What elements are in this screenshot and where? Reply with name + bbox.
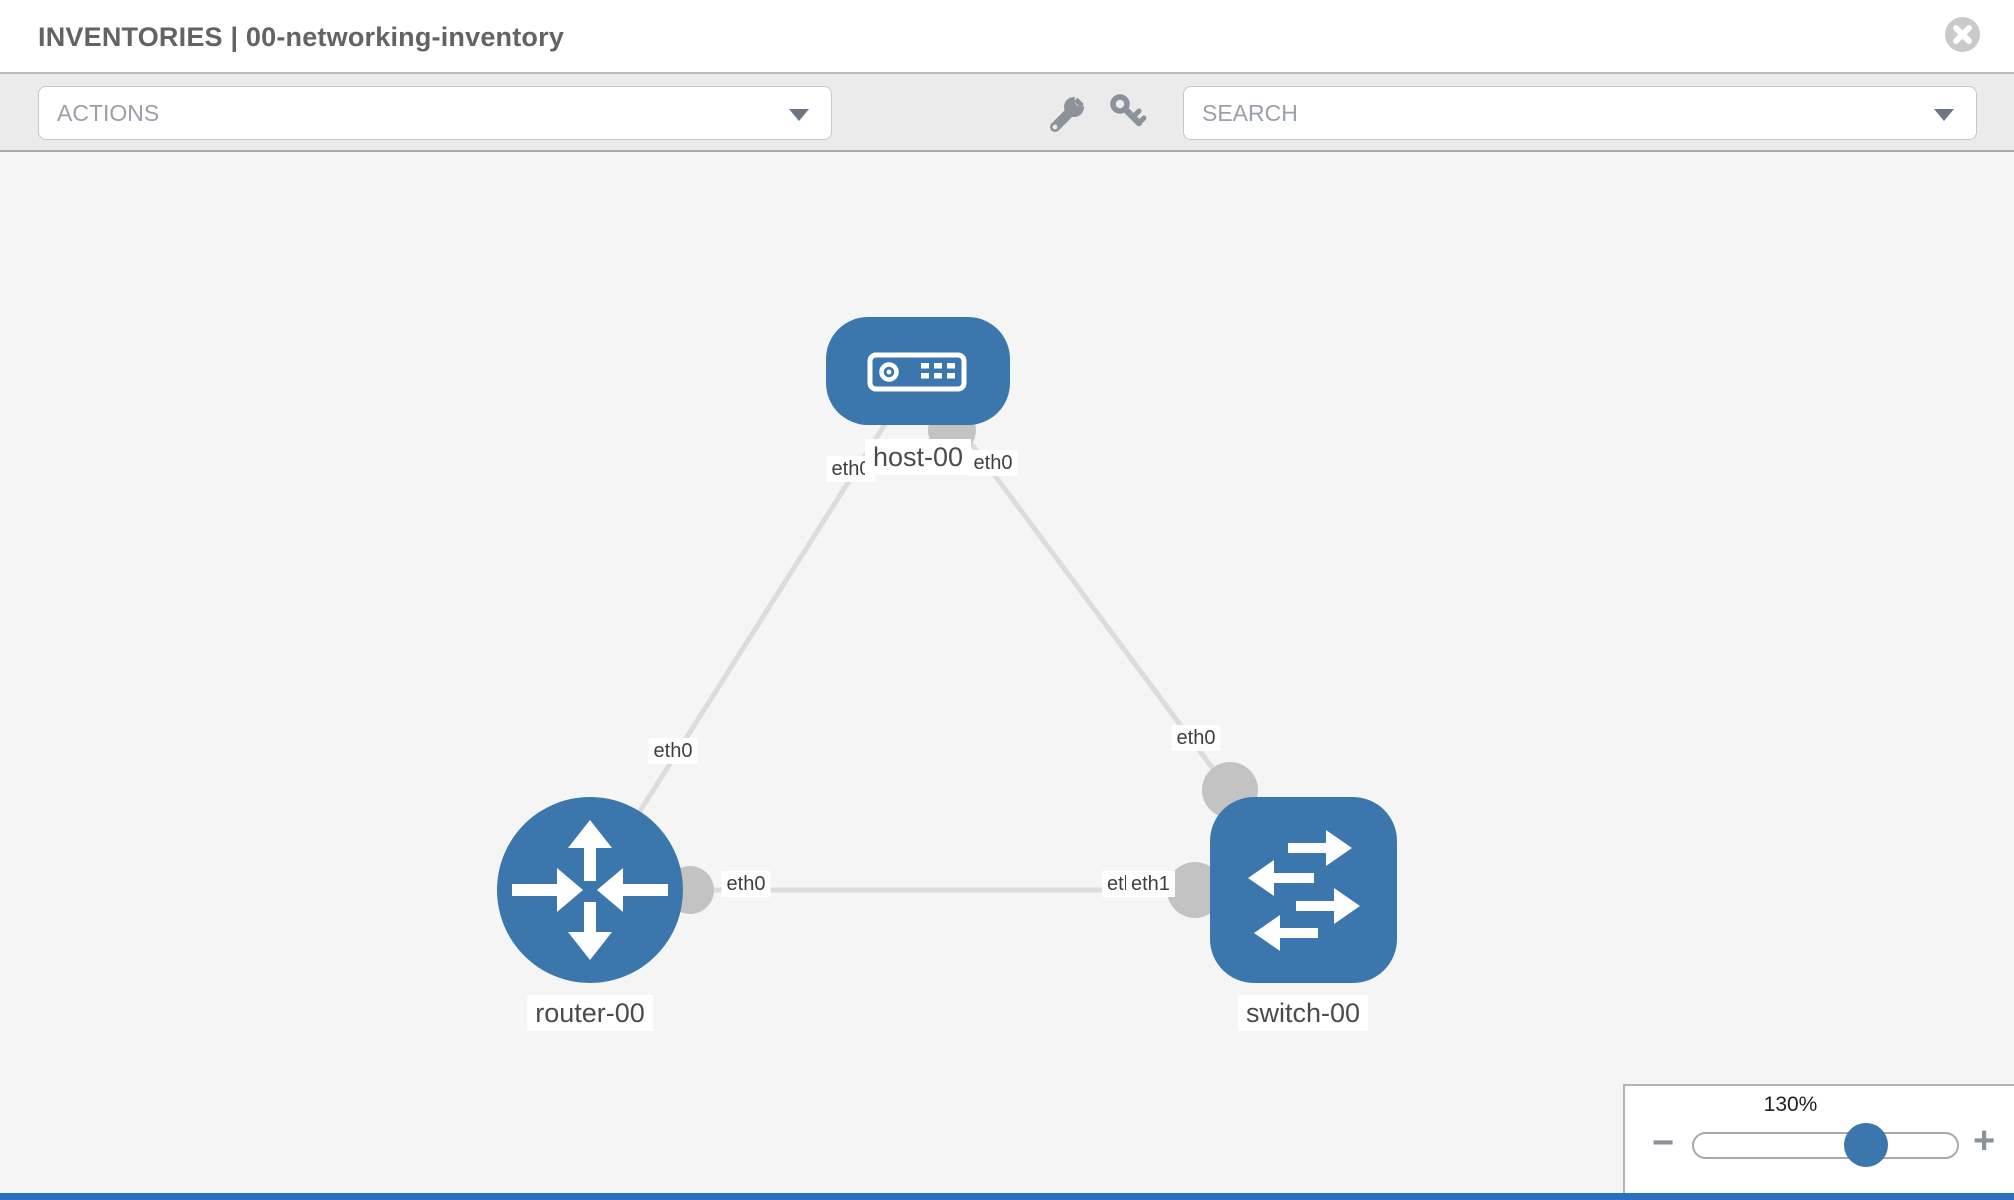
node-label-host: host-00 [864,439,972,475]
page-title: INVENTORIES | 00-networking-inventory [38,22,565,52]
actions-dropdown[interactable]: ACTIONS [38,86,832,140]
node-switch[interactable] [1210,797,1397,983]
switch-icon [1248,830,1360,951]
node-label-switch: switch-00 [1237,995,1369,1031]
zoom-slider-thumb[interactable] [1844,1123,1888,1167]
key-icon [1106,94,1150,139]
header: INVENTORIES | 00-networking-inventory [0,0,2014,72]
zoom-level: 130% [1763,1093,1818,1116]
node-router[interactable] [497,797,683,983]
router-icon [512,820,668,960]
node-label-router: router-00 [527,995,653,1031]
toolbar: ACTIONS [0,72,2014,152]
wrench-button[interactable] [1046,91,1090,135]
actions-dropdown-label: ACTIONS [57,100,160,126]
zoom-in-button[interactable]: + [1973,1120,1996,1162]
interface-label: eth0 [968,450,1018,476]
interface-label: eth1 [1126,871,1175,897]
interface-label: eth0 [648,738,698,764]
zoom-panel: 130% − + [1623,1084,2014,1193]
chevron-down-icon [789,109,809,121]
zoom-slider-track[interactable] [1692,1132,1959,1159]
key-button[interactable] [1106,91,1150,135]
wrench-icon [1046,93,1090,139]
interface-label: eth0 [1171,725,1221,751]
search-dropdown-label: SEARCH [1202,100,1298,126]
host-icon [867,352,967,392]
search-dropdown[interactable]: SEARCH [1183,86,1977,140]
zoom-out-button[interactable]: − [1652,1122,1675,1164]
topology-canvas[interactable]: eth0 eth0 eth0 eth0 eth0 eth0 eth1 host-… [0,152,2014,1193]
node-host[interactable] [826,317,1010,425]
chevron-down-icon [1934,109,1954,121]
bottom-accent-bar [0,1193,2014,1200]
connector-switch-left [1167,862,1223,918]
interface-label: eth0 [721,871,771,897]
close-button[interactable] [1945,17,1980,52]
